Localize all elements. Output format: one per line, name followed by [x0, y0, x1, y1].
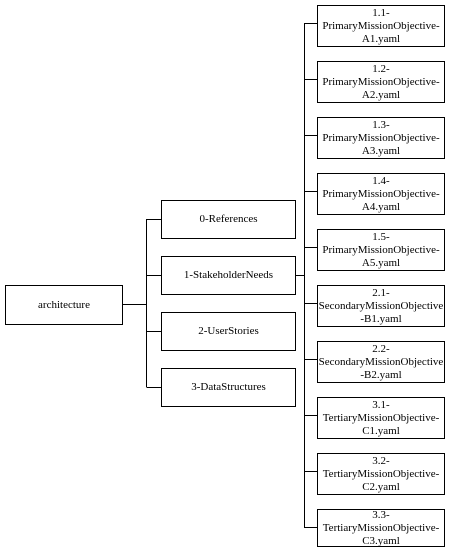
folder-node-user-stories: 2-UserStories — [161, 312, 296, 351]
file-node-1-5: 1.5- PrimaryMissionObjective- A5.yaml — [317, 229, 445, 271]
root-node-architecture: architecture — [5, 285, 123, 325]
file-node-1-1: 1.1- PrimaryMissionObjective- A1.yaml — [317, 5, 445, 47]
folder-node-references: 0-References — [161, 200, 296, 239]
folder-node-data-structures: 3-DataStructures — [161, 368, 296, 407]
file-node-1-2: 1.2- PrimaryMissionObjective- A2.yaml — [317, 61, 445, 103]
file-node-2-2: 2.2- SecondaryMissionObjective -B2.yaml — [317, 341, 445, 383]
file-node-1-4: 1.4- PrimaryMissionObjective- A4.yaml — [317, 173, 445, 215]
file-node-3-2: 3.2- TertiaryMissionObjective- C2.yaml — [317, 453, 445, 495]
file-node-3-3: 3.3- TertiaryMissionObjective- C3.yaml — [317, 509, 445, 547]
file-node-3-1: 3.1- TertiaryMissionObjective- C1.yaml — [317, 397, 445, 439]
folder-node-stakeholder-needs: 1-StakeholderNeeds — [161, 256, 296, 295]
file-node-2-1: 2.1- SecondaryMissionObjective -B1.yaml — [317, 285, 445, 327]
file-node-1-3: 1.3- PrimaryMissionObjective- A3.yaml — [317, 117, 445, 159]
